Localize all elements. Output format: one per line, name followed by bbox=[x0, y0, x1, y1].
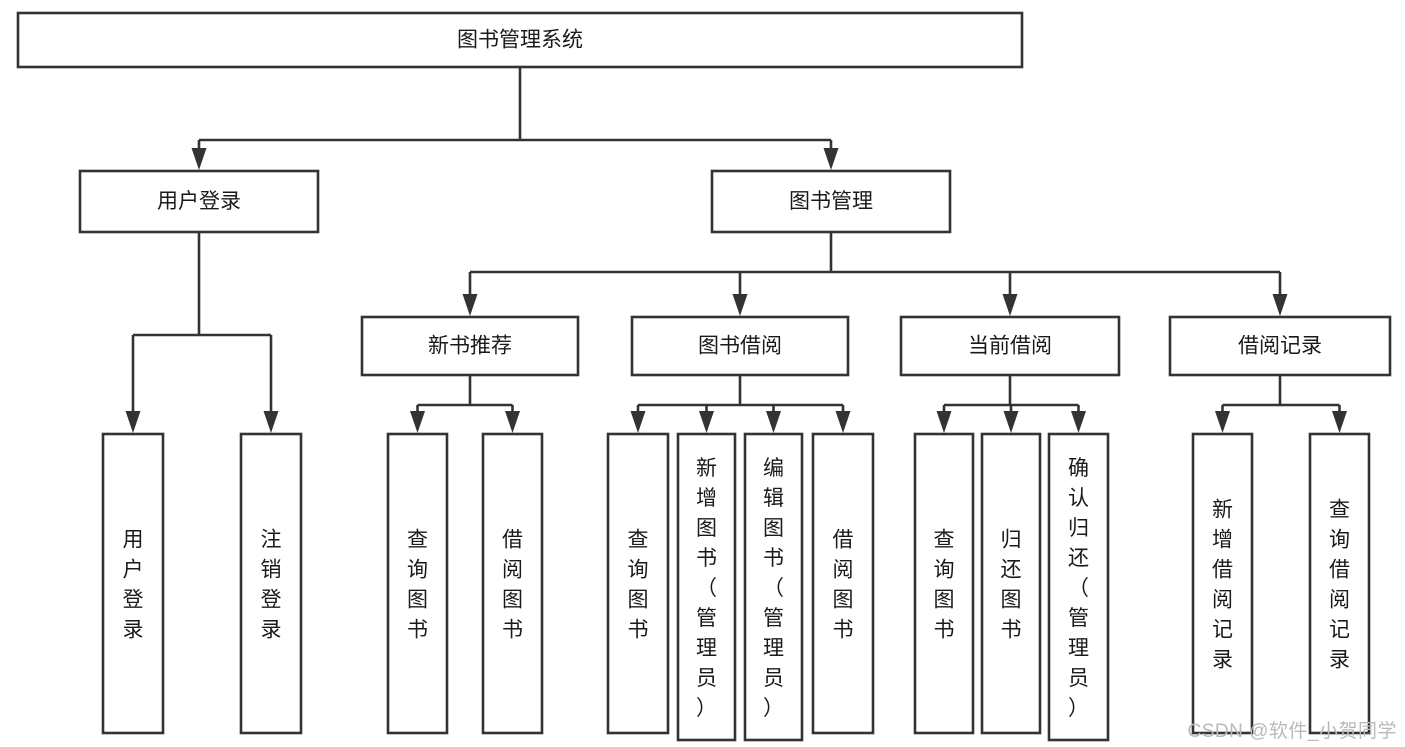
node-label-user-login: 用户登录 bbox=[157, 190, 241, 213]
arrow-head-icon bbox=[1332, 411, 1347, 433]
node-label-rec-query: 查询图书 bbox=[407, 529, 428, 642]
node-label-book-borrow: 图书借阅 bbox=[698, 335, 782, 358]
arrow-head-icon bbox=[263, 411, 279, 433]
node-label-current-borrow: 当前借阅 bbox=[968, 335, 1052, 358]
arrow-head-icon bbox=[125, 411, 141, 433]
node-box-login-leaf[interactable] bbox=[101, 432, 165, 735]
node-box-brw-query[interactable] bbox=[606, 432, 670, 735]
arrow-head-icon bbox=[766, 411, 781, 433]
node-box-borrow-record[interactable] bbox=[1168, 315, 1392, 377]
arrow-head-icon bbox=[699, 411, 714, 433]
node-label-login-leaf: 用户登录 bbox=[123, 529, 144, 642]
node-label-cur-query: 查询图书 bbox=[934, 529, 955, 642]
node-box-current-borrow[interactable] bbox=[899, 315, 1121, 377]
arrow-head-icon bbox=[823, 148, 839, 170]
edge-group-new-book-rec bbox=[410, 375, 520, 433]
node-label-root: 图书管理系统 bbox=[457, 29, 583, 52]
node-label-borrow-record: 借阅记录 bbox=[1238, 335, 1322, 358]
node-brw-lend[interactable]: 借阅图书 bbox=[811, 432, 875, 735]
node-login-leaf[interactable]: 用户登录 bbox=[101, 432, 165, 735]
edge-group-root bbox=[191, 67, 839, 170]
arrow-head-icon bbox=[630, 411, 646, 433]
edge-group-book-borrow bbox=[630, 375, 851, 433]
edge-group-borrow-record bbox=[1215, 375, 1347, 433]
node-label-brw-lend: 借阅图书 bbox=[833, 529, 854, 642]
node-logout-leaf[interactable]: 注销登录 bbox=[239, 432, 303, 735]
arrow-head-icon bbox=[732, 294, 748, 316]
node-rec-search[interactable]: 查询借阅记录 bbox=[1308, 432, 1371, 735]
node-box-cur-query[interactable] bbox=[913, 432, 975, 735]
node-label-brw-add: 新增图书（管理员） bbox=[696, 457, 717, 720]
node-cur-confirm[interactable]: 确认归还（管理员） bbox=[1047, 432, 1110, 742]
node-rec-add[interactable]: 新增借阅记录 bbox=[1191, 432, 1254, 735]
node-label-brw-query: 查询图书 bbox=[628, 529, 649, 642]
node-rec-query[interactable]: 查询图书 bbox=[386, 432, 449, 735]
node-label-brw-edit: 编辑图书（管理员） bbox=[763, 457, 784, 720]
node-new-book-rec[interactable]: 新书推荐 bbox=[360, 315, 580, 377]
node-box-rec-search[interactable] bbox=[1308, 432, 1371, 735]
arrow-head-icon bbox=[936, 411, 952, 433]
arrow-head-icon bbox=[1003, 411, 1019, 433]
node-label-cur-return: 归还图书 bbox=[1001, 529, 1022, 642]
arrow-head-icon bbox=[505, 411, 520, 433]
node-user-login[interactable]: 用户登录 bbox=[78, 169, 320, 234]
arrow-head-icon bbox=[835, 411, 851, 433]
node-rec-borrow[interactable]: 借阅图书 bbox=[481, 432, 544, 735]
node-box-new-book-rec[interactable] bbox=[360, 315, 580, 377]
node-label-cur-confirm: 确认归还（管理员） bbox=[1068, 457, 1089, 720]
node-label-logout-leaf: 注销登录 bbox=[261, 529, 282, 642]
node-box-book-manage[interactable] bbox=[710, 169, 952, 234]
node-brw-query[interactable]: 查询图书 bbox=[606, 432, 670, 735]
node-label-rec-add: 新增借阅记录 bbox=[1212, 499, 1233, 672]
node-label-new-book-rec: 新书推荐 bbox=[428, 335, 512, 358]
node-book-borrow[interactable]: 图书借阅 bbox=[630, 315, 850, 377]
node-cur-return[interactable]: 归还图书 bbox=[980, 432, 1042, 735]
node-cur-query[interactable]: 查询图书 bbox=[913, 432, 975, 735]
node-current-borrow[interactable]: 当前借阅 bbox=[899, 315, 1121, 377]
node-box-cur-return[interactable] bbox=[980, 432, 1042, 735]
arrow-head-icon bbox=[410, 411, 425, 433]
edges-layer bbox=[125, 67, 1347, 433]
node-box-rec-borrow[interactable] bbox=[481, 432, 544, 735]
node-book-manage[interactable]: 图书管理 bbox=[710, 169, 952, 234]
nodes-layer: 图书管理系统用户登录图书管理用户登录注销登录新书推荐图书借阅当前借阅借阅记录查询… bbox=[16, 11, 1392, 742]
watermark: CSDN @软件_小贺同学 bbox=[1187, 721, 1397, 742]
node-borrow-record[interactable]: 借阅记录 bbox=[1168, 315, 1392, 377]
node-box-book-borrow[interactable] bbox=[630, 315, 850, 377]
node-root[interactable]: 图书管理系统 bbox=[16, 11, 1024, 69]
edge-group-current-borrow bbox=[936, 375, 1086, 433]
node-box-brw-edit[interactable] bbox=[743, 432, 804, 742]
node-box-cur-confirm[interactable] bbox=[1047, 432, 1110, 742]
arrow-head-icon bbox=[1215, 411, 1230, 433]
node-box-logout-leaf[interactable] bbox=[239, 432, 303, 735]
node-brw-add[interactable]: 新增图书（管理员） bbox=[676, 432, 737, 742]
node-box-rec-add[interactable] bbox=[1191, 432, 1254, 735]
node-box-brw-lend[interactable] bbox=[811, 432, 875, 735]
node-box-user-login[interactable] bbox=[78, 169, 320, 234]
node-brw-edit[interactable]: 编辑图书（管理员） bbox=[743, 432, 804, 742]
arrow-head-icon bbox=[462, 294, 478, 316]
node-box-root[interactable] bbox=[16, 11, 1024, 69]
node-box-brw-add[interactable] bbox=[676, 432, 737, 742]
arrow-head-icon bbox=[1002, 294, 1018, 316]
arrow-head-icon bbox=[1071, 411, 1086, 433]
edge-group-book-manage bbox=[462, 232, 1288, 316]
node-label-book-manage: 图书管理 bbox=[789, 190, 873, 213]
edge-group-user-login bbox=[125, 232, 279, 433]
arrow-head-icon bbox=[1272, 294, 1288, 316]
node-box-rec-query[interactable] bbox=[386, 432, 449, 735]
node-label-rec-search: 查询借阅记录 bbox=[1329, 499, 1350, 672]
arrow-head-icon bbox=[191, 148, 207, 170]
node-label-rec-borrow: 借阅图书 bbox=[502, 529, 523, 642]
